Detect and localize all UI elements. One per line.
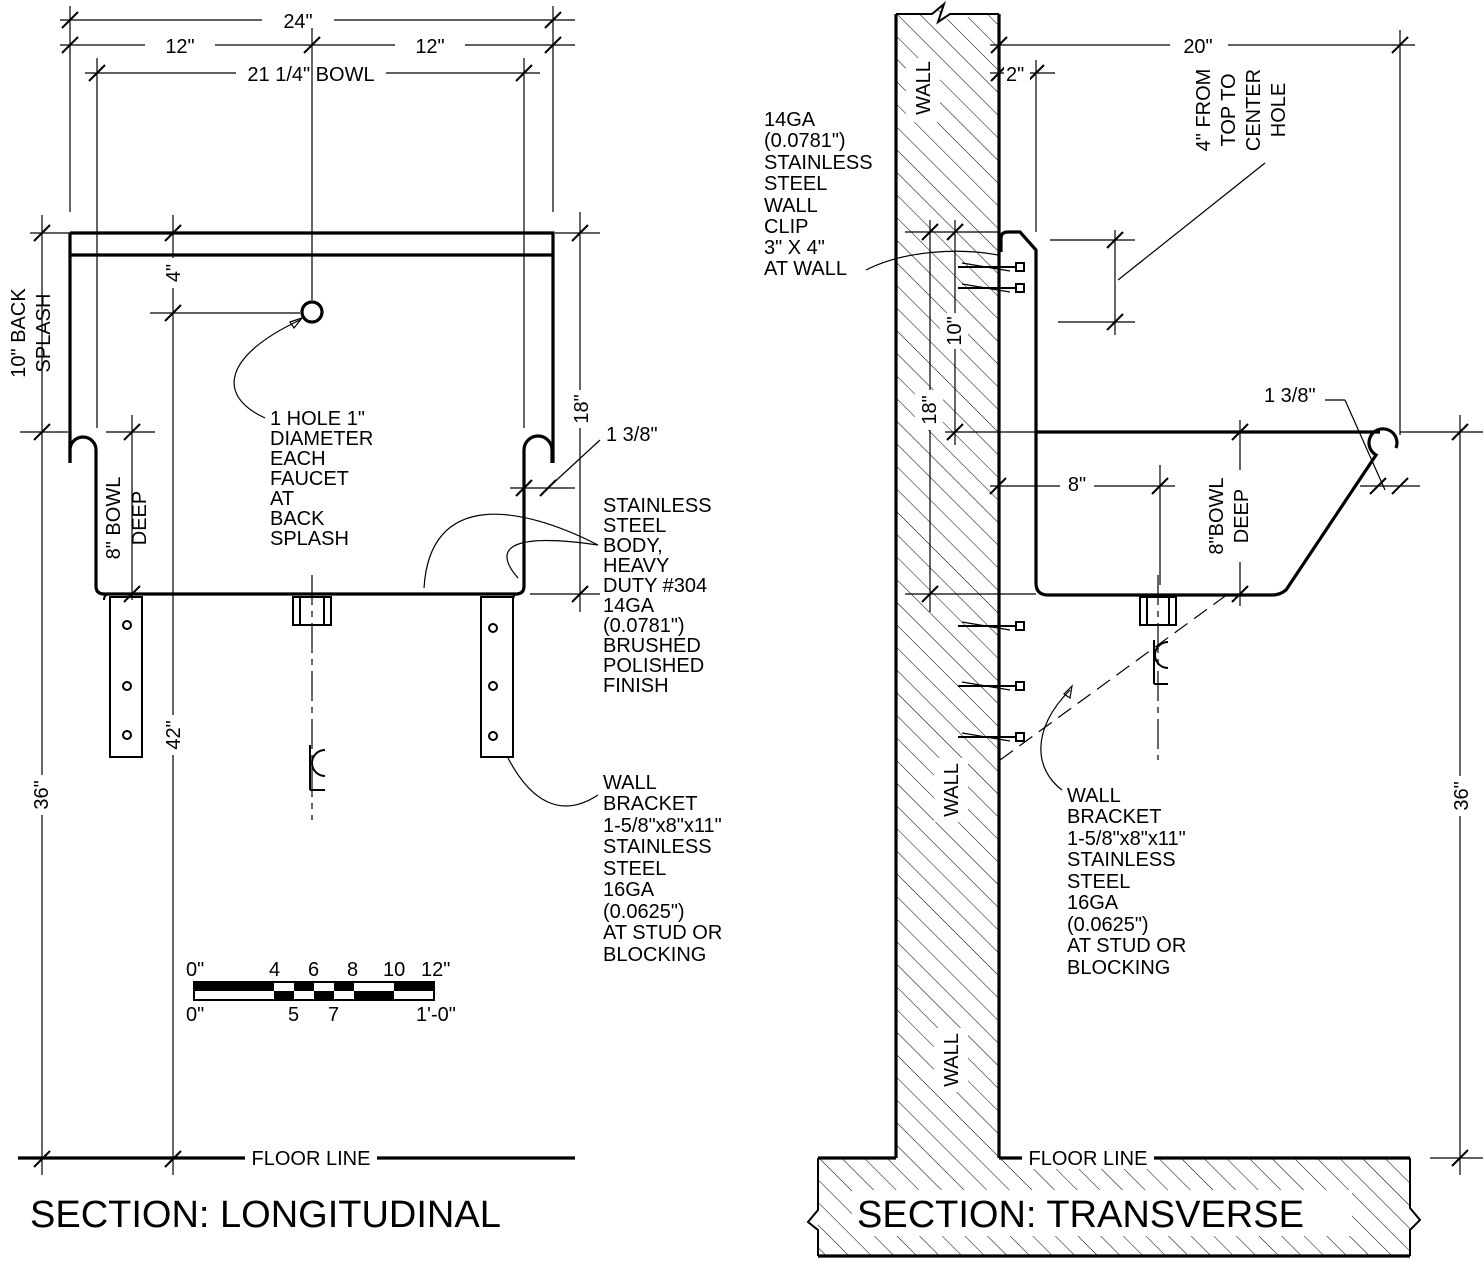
scale-top-8: 8 xyxy=(347,959,358,981)
section-title-transverse: SECTION: TRANSVERSE xyxy=(857,1194,1304,1236)
longitudinal-section: 24" 12" 12" 21 1/4" BOWL xyxy=(8,6,728,1236)
wall-label-top: WALL xyxy=(913,61,935,115)
scale-top-10: 10 xyxy=(383,959,405,981)
wall-clip-note: 14GA (0.0781") STAINLESS STEEL WALL CLIP… xyxy=(764,109,999,280)
scale-top-12: 12" xyxy=(421,959,450,981)
floor-line-label-transverse: FLOOR LINE xyxy=(1029,1148,1148,1170)
transverse-bowl-dimensions: 8" 8"BOWL DEEP 1 3/8" 36" xyxy=(989,385,1483,1175)
wall-label-middle: WALL xyxy=(941,763,963,817)
longitudinal-notes: 1 HOLE 1" DIAMETER EACH FAUCET AT BACK S… xyxy=(233,316,728,966)
dim-18-transverse: 18" xyxy=(919,395,941,424)
screw xyxy=(958,262,1025,272)
dim-rim: 1 3/8" xyxy=(606,424,658,446)
screw xyxy=(958,681,1025,691)
dim-8-drain: 8" xyxy=(1068,474,1086,496)
dim-2-offset: 2" xyxy=(1006,64,1024,86)
dim-overall-width: 24" xyxy=(283,11,312,33)
dim-36-transverse: 36" xyxy=(1451,781,1473,810)
scale-bottom-0: 0" xyxy=(186,1004,204,1026)
dim-hole-line1: 4" FROM xyxy=(1193,69,1215,152)
dim-hole-line4: HOLE xyxy=(1268,83,1290,137)
scale-bottom-1ft: 1'-0" xyxy=(416,1004,456,1026)
longitudinal-side-dimensions: 10" BACK SPLASH 36" 4" 42" 8" BOWL DEEP xyxy=(8,212,658,1175)
scale-bottom-5: 5 xyxy=(288,1004,299,1026)
longitudinal-top-dimensions: 24" 12" 12" 21 1/4" BOWL xyxy=(60,6,575,428)
dim-42-height: 42" xyxy=(163,720,185,749)
floor-line-label-longitudinal: FLOOR LINE xyxy=(252,1148,371,1170)
longitudinal-floor-line: FLOOR LINE xyxy=(18,1146,575,1170)
note-faucet-hole: 1 HOLE 1" DIAMETER EACH FAUCET AT BACK S… xyxy=(270,408,379,550)
centerline-symbol xyxy=(309,745,326,791)
dim-hole-line3: CENTER xyxy=(1243,69,1265,151)
dim-left-half: 12" xyxy=(165,36,194,58)
note-wall-bracket-longitudinal: WALL BRACKET 1-5/8"x8"x11" STAINLESS STE… xyxy=(603,772,728,966)
screw xyxy=(958,732,1025,742)
dim-18-height: 18" xyxy=(571,394,593,423)
dim-20-depth: 20" xyxy=(1183,36,1212,58)
dim-bowl-width: 21 1/4" BOWL xyxy=(247,64,374,86)
transverse-top-dimensions: 20" 2" 4" FROM TOP TO CENTER HOLE xyxy=(990,30,1415,435)
note-wall-clip: 14GA (0.0781") STAINLESS STEEL WALL CLIP… xyxy=(764,109,878,280)
scale-bottom-7: 7 xyxy=(328,1004,339,1026)
scale-bar: 0" 4 6 8 10 12" 0" 5 7 1'-0" xyxy=(186,959,456,1026)
wall-label-bottom: WALL xyxy=(941,1033,963,1087)
longitudinal-sink-body xyxy=(68,231,555,820)
wall: WALL WALL WALL xyxy=(894,0,1001,1158)
floor-slab: FLOOR LINE SECTION: TRANSVERSE xyxy=(806,1147,1422,1258)
longitudinal-wall-brackets xyxy=(103,593,519,758)
scale-top-4: 4 xyxy=(269,959,280,981)
transverse-bracket-note: WALL BRACKET 1-5/8"x8"x11" STAINLESS STE… xyxy=(1040,684,1192,979)
scale-top-6: 6 xyxy=(308,959,319,981)
transverse-sink-body xyxy=(999,230,1399,761)
screw xyxy=(958,283,1025,293)
note-wall-bracket-transverse: WALL BRACKET 1-5/8"x8"x11" STAINLESS STE… xyxy=(1067,785,1192,979)
dim-bowl-deep-transverse-line1: 8"BOWL xyxy=(1206,477,1228,554)
transverse-section: WALL WALL WALL FLOOR LINE SECTION: TRANS… xyxy=(764,0,1483,1258)
dim-backsplash-line1: 10" BACK xyxy=(8,288,30,378)
scale-top-0: 0" xyxy=(186,959,204,981)
dim-36-height: 36" xyxy=(31,780,53,809)
dim-right-half: 12" xyxy=(415,36,444,58)
dim-hole-from-top: 4" xyxy=(163,264,185,282)
dim-10-clip: 10" xyxy=(944,316,966,345)
dim-backsplash-line2: SPLASH xyxy=(33,294,55,373)
dim-bowl-deep-transverse-line2: DEEP xyxy=(1231,489,1253,543)
dim-bowl-deep-line1: 8" BOWL xyxy=(103,477,125,560)
transverse-wall-dimensions: 10" 18" xyxy=(905,220,1036,612)
wall-screws xyxy=(958,262,1025,742)
faucet-hole xyxy=(300,300,324,324)
dim-hole-line2: TOP TO xyxy=(1218,74,1240,147)
dim-bowl-deep-line2: DEEP xyxy=(129,491,151,545)
section-title-longitudinal: SECTION: LONGITUDINAL xyxy=(30,1194,501,1236)
note-stainless-body: STAINLESS STEEL BODY, HEAVY DUTY #304 14… xyxy=(603,495,717,697)
screw xyxy=(958,621,1025,631)
dim-rim-transverse: 1 3/8" xyxy=(1264,385,1316,407)
